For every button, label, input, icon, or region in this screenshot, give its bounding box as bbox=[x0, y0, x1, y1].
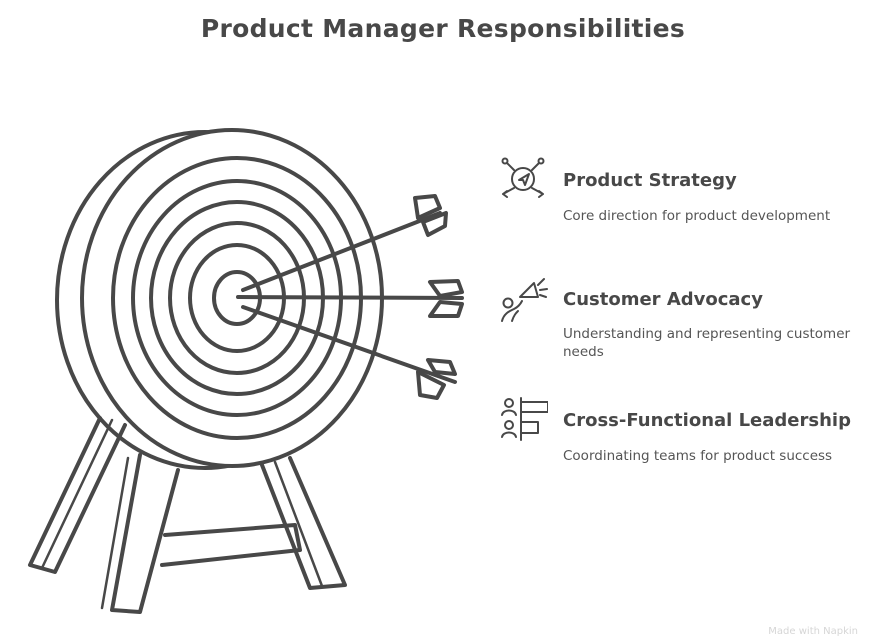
megaphone-person-icon bbox=[501, 278, 548, 322]
archery-target-illustration bbox=[28, 128, 464, 614]
item-heading: Customer Advocacy bbox=[563, 289, 763, 310]
team-flags-icon bbox=[501, 397, 548, 441]
item-heading: Product Strategy bbox=[563, 170, 737, 191]
arrows bbox=[236, 194, 464, 400]
diagram-title: Product Manager Responsibilities bbox=[200, 14, 686, 43]
target-stand bbox=[28, 416, 347, 614]
target-rings bbox=[80, 128, 384, 468]
strategy-navigation-icon bbox=[501, 157, 545, 198]
watermark: Made with Napkin bbox=[768, 626, 858, 637]
item-description: Coordinating teams for product success bbox=[563, 448, 833, 464]
item-description: Core direction for product development bbox=[563, 208, 831, 224]
item-heading: Cross-Functional Leadership bbox=[563, 410, 851, 431]
item-description: Understanding and representing customer … bbox=[563, 326, 851, 360]
